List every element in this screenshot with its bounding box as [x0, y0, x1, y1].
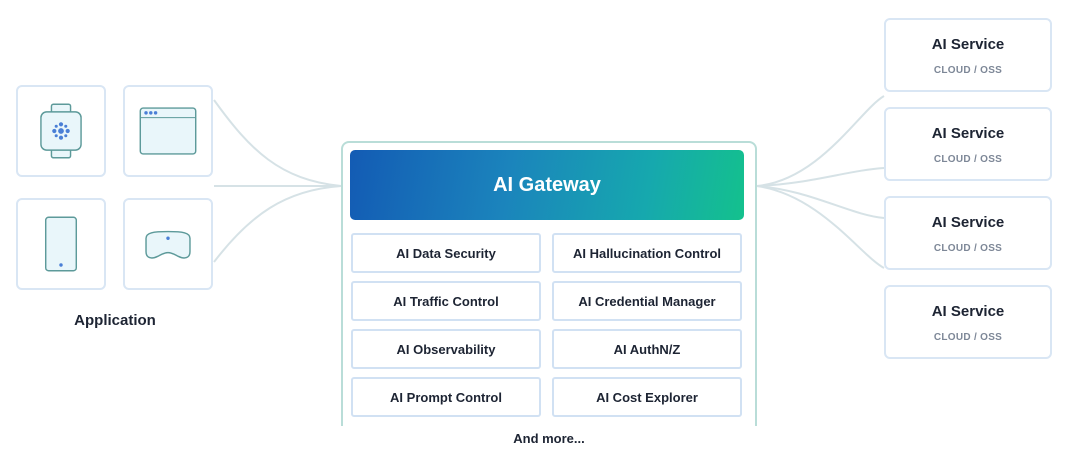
- ai-service-card: AI Service CLOUD / OSS: [884, 107, 1052, 181]
- smartwatch-icon: [40, 103, 82, 159]
- feature-traffic-control: AI Traffic Control: [351, 281, 541, 321]
- feature-hallucination-control: AI Hallucination Control: [552, 233, 742, 273]
- ai-service-title: AI Service: [931, 36, 1005, 53]
- ai-service-card: AI Service CLOUD / OSS: [884, 18, 1052, 92]
- gateway-frame: [341, 141, 757, 426]
- feature-data-security: AI Data Security: [351, 233, 541, 273]
- ai-service-subtitle: CLOUD / OSS: [933, 243, 1003, 254]
- vr-headset-icon: [145, 230, 191, 259]
- ai-service-title: AI Service: [931, 214, 1005, 231]
- smartphone-icon: [44, 216, 78, 272]
- device-tile-smartwatch: [16, 85, 106, 177]
- ai-service-subtitle: CLOUD / OSS: [933, 65, 1003, 76]
- ai-service-subtitle: CLOUD / OSS: [933, 332, 1003, 343]
- feature-prompt-control: AI Prompt Control: [351, 377, 541, 417]
- ai-service-subtitle: CLOUD / OSS: [933, 154, 1003, 165]
- feature-credential-manager: AI Credential Manager: [552, 281, 742, 321]
- application-label: Application: [74, 312, 156, 329]
- and-more-label: And more...: [513, 431, 585, 446]
- browser-window-icon: [139, 107, 197, 155]
- feature-observability: AI Observability: [351, 329, 541, 369]
- device-tile-phone: [16, 198, 106, 290]
- ai-service-card: AI Service CLOUD / OSS: [884, 285, 1052, 359]
- ai-service-card: AI Service CLOUD / OSS: [884, 196, 1052, 270]
- gateway-header: AI Gateway: [350, 150, 744, 220]
- ai-service-title: AI Service: [931, 125, 1005, 142]
- ai-service-title: AI Service: [931, 303, 1005, 320]
- device-tile-vr-headset: [123, 198, 213, 290]
- feature-cost-explorer: AI Cost Explorer: [552, 377, 742, 417]
- device-tile-browser: [123, 85, 213, 177]
- feature-authn-z: AI AuthN/Z: [552, 329, 742, 369]
